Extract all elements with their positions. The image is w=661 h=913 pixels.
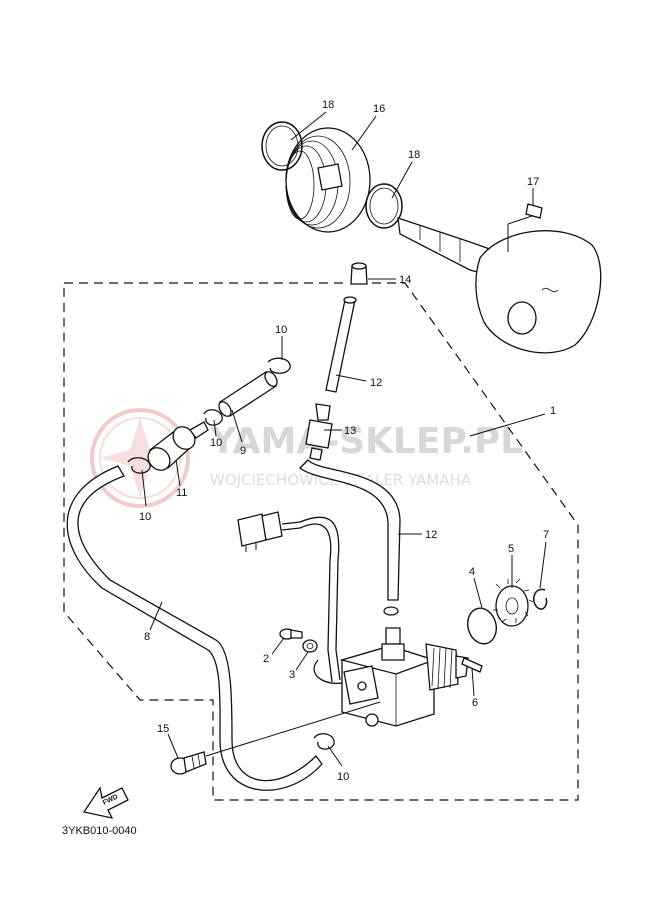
wire-harness <box>237 511 353 685</box>
assembly-boundary <box>63 282 579 801</box>
clamp-top <box>267 357 291 374</box>
callout-label: 14 <box>399 274 411 286</box>
o-ring <box>466 607 498 645</box>
callout-label: 10 <box>210 437 222 449</box>
callout-label: 1 <box>550 405 556 417</box>
callout-label: 3 <box>289 669 295 681</box>
pan-screw <box>279 628 303 640</box>
circlip-left <box>261 121 303 171</box>
hose-upper <box>325 296 357 393</box>
callout-label: 4 <box>469 566 475 578</box>
callout-label: 9 <box>240 445 246 457</box>
circlip-right <box>365 183 403 229</box>
pump-gear <box>493 578 534 627</box>
leader-lines <box>141 111 547 767</box>
callout-label: 7 <box>543 529 549 541</box>
callout-label: 15 <box>157 723 169 735</box>
fwd-arrow-icon: FWD <box>82 786 129 819</box>
callout-label: 11 <box>176 487 187 499</box>
callout-label: 18 <box>408 149 420 161</box>
callout-label: 17 <box>527 176 539 188</box>
dowel-pin <box>525 203 543 219</box>
callout-label: 10 <box>337 771 349 783</box>
o-ring-small <box>383 606 399 616</box>
callouts: 18 16 18 17 14 10 12 1 13 9 10 11 10 12 … <box>139 99 556 783</box>
air-joint <box>147 421 209 471</box>
callout-label: 10 <box>139 511 151 523</box>
diagram-code: 3YKB010-0040 <box>62 825 137 837</box>
pulley <box>285 127 371 233</box>
callout-label: 8 <box>144 631 150 643</box>
hose-short <box>218 371 278 417</box>
callout-label: 6 <box>472 697 478 709</box>
hose-long <box>66 465 323 791</box>
callout-label: 10 <box>275 324 287 336</box>
callout-label: 12 <box>370 377 382 389</box>
callout-label: 18 <box>322 99 334 111</box>
callout-label: 2 <box>263 653 269 665</box>
watermark-brand: YAMA-SKLEP.PL <box>209 421 523 462</box>
clamp-bottom <box>313 733 335 750</box>
e-clip <box>533 588 548 610</box>
hose-cap <box>350 262 368 285</box>
bolt <box>170 751 207 775</box>
hose-lower <box>299 459 401 601</box>
callout-label: 13 <box>344 425 356 437</box>
check-valve <box>305 403 333 461</box>
shaft-cover <box>397 217 602 354</box>
callout-label: 16 <box>373 103 385 115</box>
oil-pump <box>339 627 469 727</box>
pump-pin <box>461 657 483 673</box>
clamp-middle <box>203 409 223 426</box>
clamp-left <box>127 457 151 474</box>
callout-label: 12 <box>425 529 437 541</box>
callout-label: 5 <box>508 543 514 555</box>
washer <box>302 639 318 653</box>
